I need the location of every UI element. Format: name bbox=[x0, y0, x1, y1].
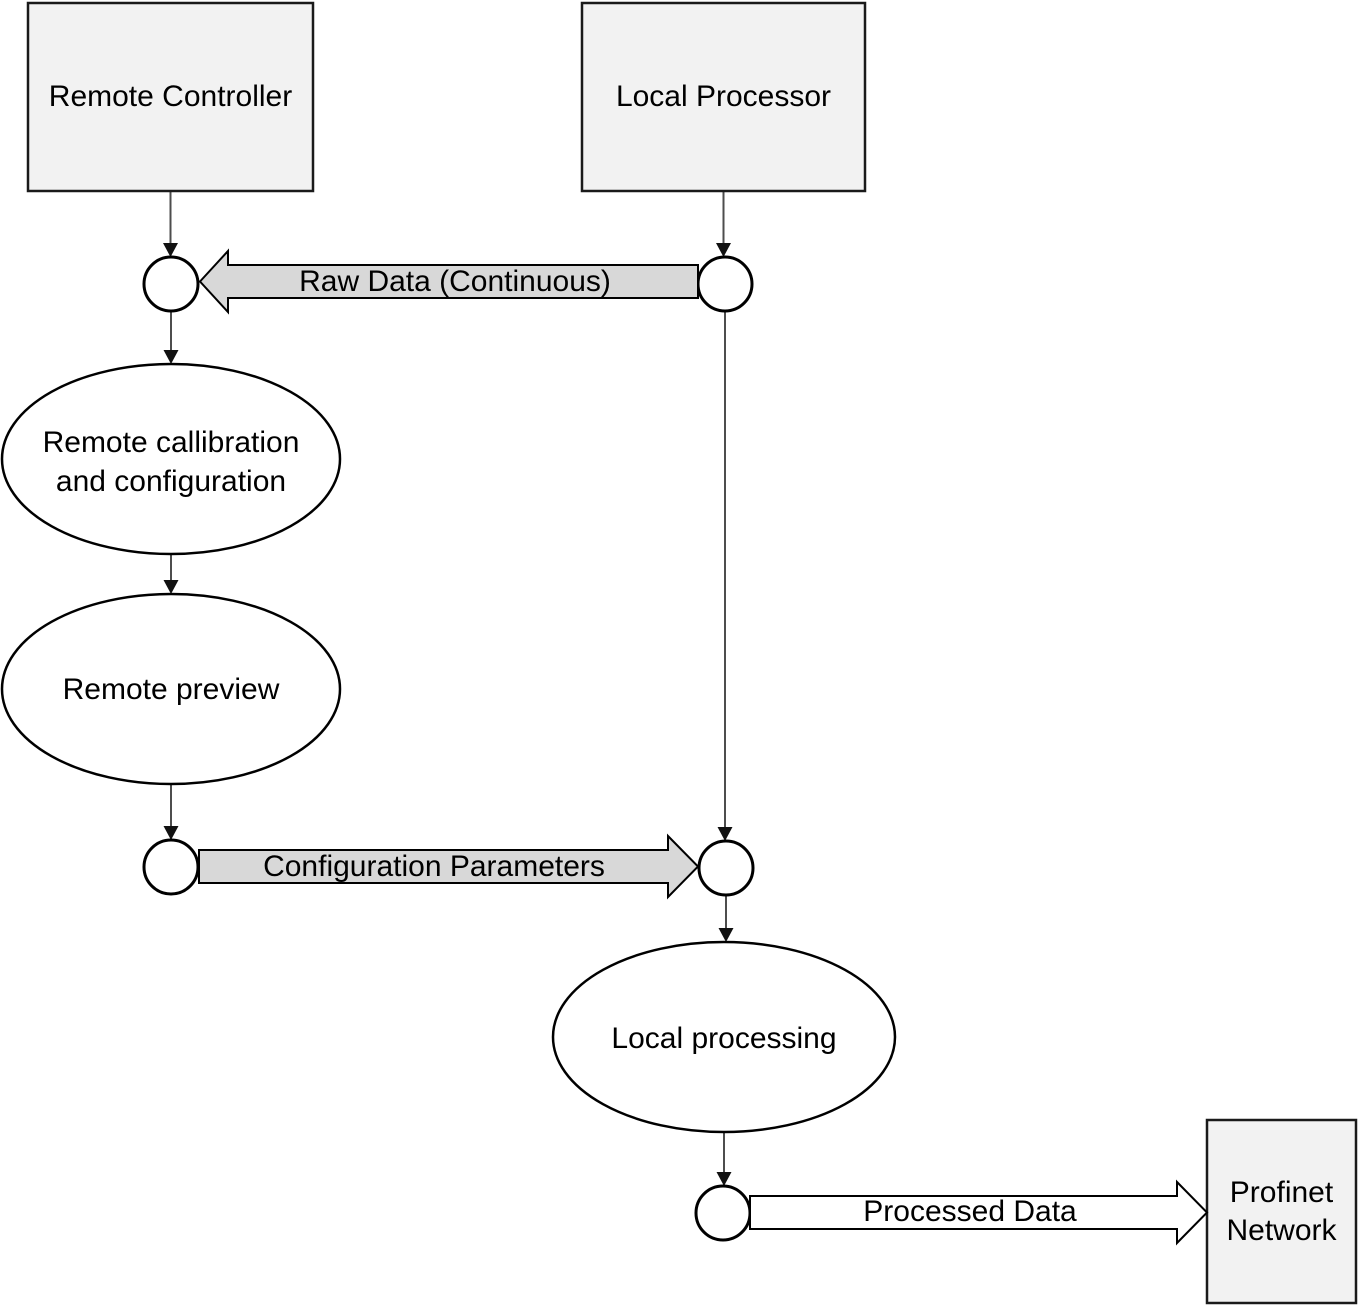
arrow-down-icon bbox=[163, 243, 178, 257]
port-circle-local-raw-data bbox=[696, 255, 754, 313]
remote-calibration-label-line2: and configuration bbox=[56, 465, 286, 498]
remote-calibration-ellipse bbox=[0, 362, 342, 556]
processed-data-arrow-right-icon bbox=[749, 1179, 1209, 1246]
local-processing-node: Local processing bbox=[551, 940, 897, 1134]
local-processor-label: Local Processor bbox=[616, 80, 831, 113]
profinet-network-box bbox=[1205, 1118, 1358, 1305]
profinet-network-label-line1: Profinet bbox=[1230, 1176, 1334, 1209]
port-circle-remote-config bbox=[142, 838, 200, 896]
raw-data-arrow-left-icon bbox=[198, 248, 699, 315]
configuration-parameters-arrow-right-icon bbox=[198, 833, 700, 900]
raw-data-flow: Raw Data (Continuous) bbox=[198, 248, 699, 315]
connector-lines bbox=[163, 191, 734, 1186]
arrow-down-icon bbox=[718, 928, 734, 942]
arrow-down-icon bbox=[716, 1172, 732, 1186]
profinet-network-node: Profinet Network bbox=[1205, 1118, 1358, 1305]
remote-preview-ellipse bbox=[0, 592, 342, 786]
remote-preview-label: Remote preview bbox=[63, 673, 280, 706]
processed-data-flow-label: Processed Data bbox=[863, 1195, 1077, 1228]
remote-calibration-node: Remote callibration and configuration bbox=[0, 362, 342, 556]
remote-controller-box bbox=[26, 1, 315, 193]
arrow-down-icon bbox=[163, 580, 179, 594]
remote-calibration-label-line1: Remote callibration bbox=[43, 426, 300, 459]
port-circle-remote-raw-data bbox=[142, 255, 200, 313]
arrow-down-icon bbox=[163, 826, 179, 840]
local-processing-label: Local processing bbox=[611, 1022, 836, 1055]
remote-controller-label: Remote Controller bbox=[49, 80, 292, 113]
local-processor-box bbox=[580, 1, 867, 193]
arrow-down-icon bbox=[163, 350, 179, 364]
arrow-down-icon bbox=[716, 243, 731, 257]
remote-preview-node: Remote preview bbox=[0, 592, 342, 786]
configuration-parameters-flow-label: Configuration Parameters bbox=[263, 850, 605, 883]
local-processing-ellipse bbox=[551, 940, 897, 1134]
port-circle-processed-data bbox=[694, 1184, 752, 1242]
arrow-down-icon bbox=[717, 827, 733, 841]
processed-data-flow: Processed Data bbox=[749, 1179, 1209, 1246]
remote-controller-node: Remote Controller bbox=[26, 1, 315, 193]
configuration-parameters-flow: Configuration Parameters bbox=[198, 833, 700, 900]
port-circle-local-config bbox=[697, 839, 755, 897]
raw-data-flow-label: Raw Data (Continuous) bbox=[299, 265, 611, 298]
local-processor-node: Local Processor bbox=[580, 1, 867, 193]
profinet-network-label-line2: Network bbox=[1226, 1214, 1337, 1247]
